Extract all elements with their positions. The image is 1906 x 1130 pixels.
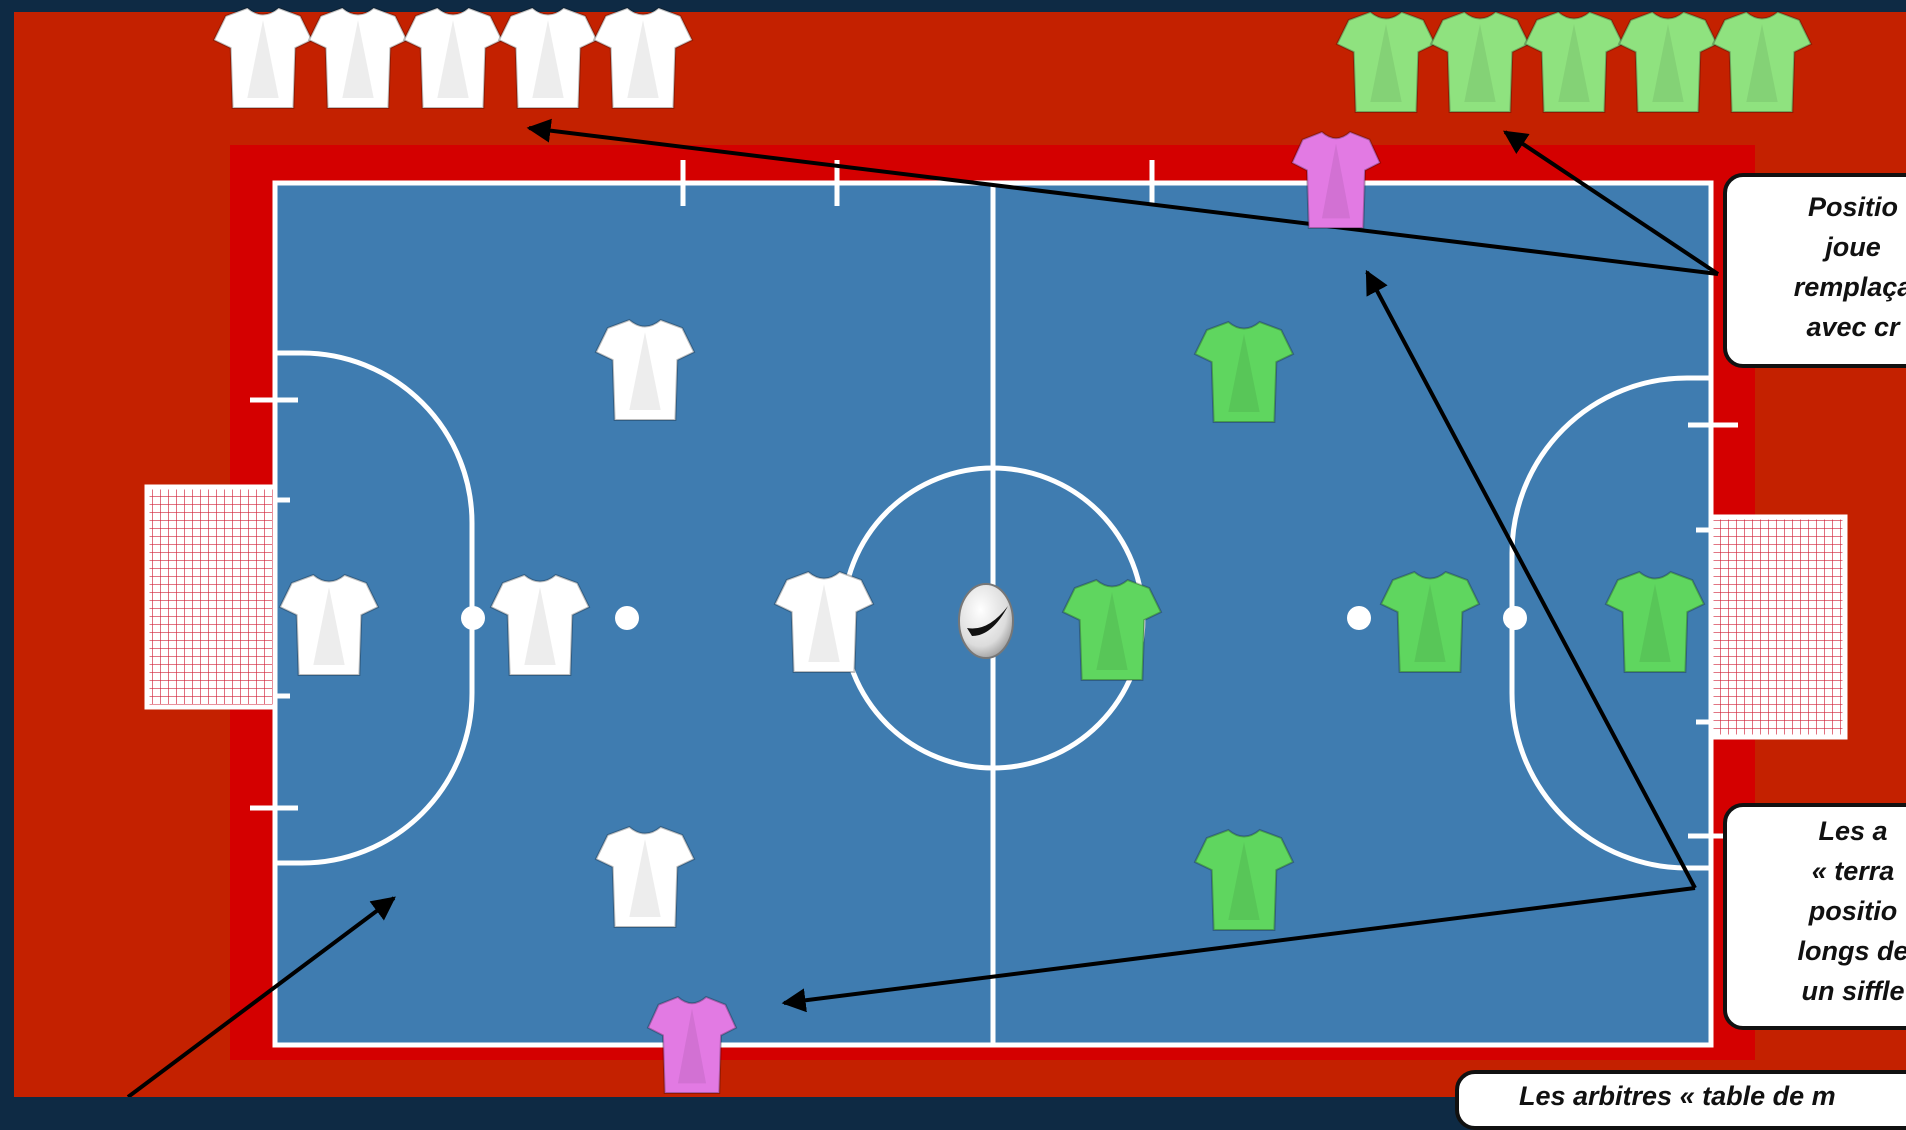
callout-field-referees-line: un siffle	[1733, 971, 1906, 1011]
goal-net-icon	[1711, 517, 1845, 737]
right-penalty-spot	[1503, 606, 1527, 630]
callout-substitutes: Positio joue remplaça avec cr	[1723, 173, 1906, 368]
futsal-diagram: Positio joue remplaça avec cr Les a « te…	[0, 0, 1906, 1097]
ball-icon	[959, 584, 1013, 658]
callout-substitutes-line: avec cr	[1733, 307, 1906, 347]
callout-field-referees: Les a « terra positio longs de un siffle	[1723, 803, 1906, 1030]
callout-field-referees-line: Les a	[1733, 811, 1906, 851]
right-second-penalty-spot	[1347, 606, 1371, 630]
callout-substitutes-line: joue	[1733, 227, 1906, 267]
callout-table-referees-line: Les arbitres « table de m	[1519, 1076, 1906, 1116]
callout-field-referees-line: « terra	[1733, 851, 1906, 891]
futsal-court-diagram	[0, 0, 1906, 1097]
callout-field-referees-line: positio	[1733, 891, 1906, 931]
callout-substitutes-line: Positio	[1733, 187, 1906, 227]
callout-substitutes-line: remplaça	[1733, 267, 1906, 307]
left-second-penalty-spot	[615, 606, 639, 630]
callout-table-referees: Les arbitres « table de m	[1455, 1070, 1906, 1130]
left-penalty-spot	[461, 606, 485, 630]
callout-field-referees-line: longs de	[1733, 931, 1906, 971]
goal-net-icon	[147, 487, 275, 707]
